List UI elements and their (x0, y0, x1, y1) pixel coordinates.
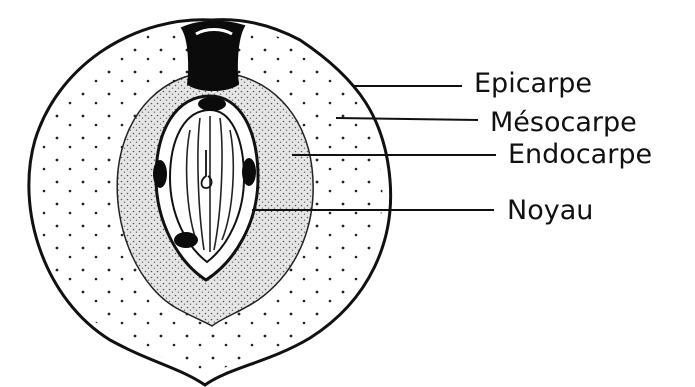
stone-marker-bottom (174, 232, 198, 248)
stone-marker-right (242, 158, 256, 186)
stone-marker-top (198, 97, 226, 111)
stone-marker-left (153, 160, 167, 188)
label-noyau: Noyau (507, 197, 593, 224)
label-epicarpe: Epicarpe (474, 70, 592, 97)
label-mesocarpe: Mésocarpe (490, 109, 637, 136)
label-endocarpe: Endocarpe (508, 141, 652, 168)
stem-notch (182, 22, 244, 90)
